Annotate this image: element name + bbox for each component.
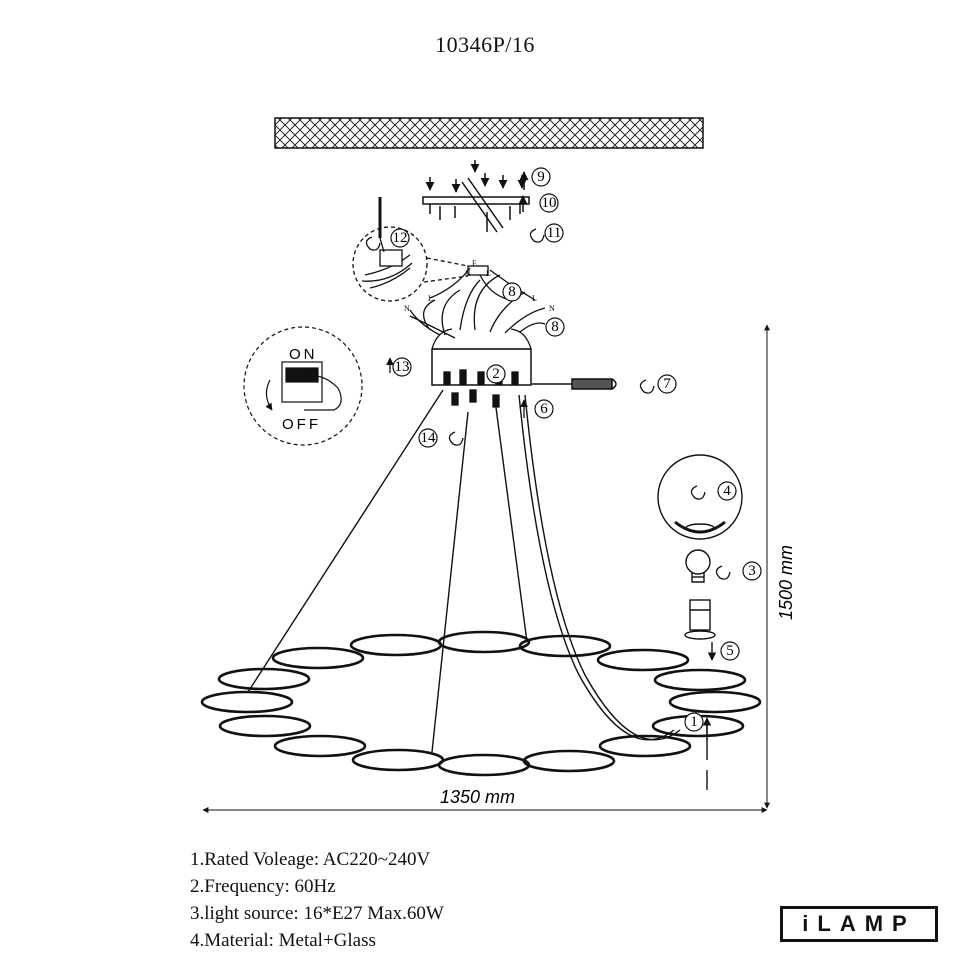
callout-marker-5	[720, 641, 740, 661]
wire-earth-label: E	[472, 259, 477, 268]
specifications: 1.Rated Voleage: AC220~240V 2.Frequency:…	[190, 846, 444, 954]
callout-12: 12	[393, 230, 408, 246]
callouts	[390, 167, 762, 732]
callout-marker-3	[742, 561, 762, 581]
lamp-assembly	[657, 454, 743, 790]
callout-marker-8b	[545, 317, 565, 337]
callout-10: 10	[542, 195, 557, 211]
screwdriver	[532, 378, 617, 390]
brand-logo: iLAMP	[780, 906, 938, 942]
callout-marker-13	[392, 357, 412, 377]
callout-7: 7	[663, 376, 671, 392]
callout-marker-6	[534, 399, 554, 419]
callout-marker-2	[486, 364, 506, 384]
callout-1: 1	[690, 714, 698, 730]
wire-neutral-right-label: N	[549, 304, 555, 313]
spec-frequency: 2.Frequency: 60Hz	[190, 876, 336, 897]
switch-detail	[243, 326, 363, 446]
brand-name: iLAMP	[802, 911, 916, 936]
callout-8b: 8	[551, 319, 559, 335]
suspension-cables	[247, 389, 681, 753]
ring-frame	[200, 630, 762, 777]
callout-marker-4	[717, 481, 737, 501]
model-number: 10346P/16	[435, 32, 535, 57]
spec-voltage: 1.Rated Voleage: AC220~240V	[190, 849, 431, 870]
callout-9: 9	[537, 169, 545, 185]
dimension-lines	[202, 324, 770, 813]
callout-14: 14	[421, 430, 437, 446]
spec-light-source: 3.light source: 16*E27 Max.60W	[190, 903, 444, 924]
ceiling	[274, 117, 704, 149]
callout-marker-11	[544, 223, 564, 243]
height-dimension: 1500 mm	[776, 545, 796, 620]
callout-13: 13	[395, 359, 410, 375]
rotation-arrows	[365, 228, 731, 580]
callout-marker-12	[390, 228, 410, 248]
callout-11: 11	[547, 225, 561, 241]
callout-4: 4	[723, 483, 731, 499]
width-dimension: 1350 mm	[440, 787, 515, 807]
callout-5: 5	[726, 643, 734, 659]
callout-6: 6	[540, 401, 548, 417]
spec-material: 4.Material: Metal+Glass	[190, 930, 376, 951]
wire-neutral-left-label: N	[404, 304, 410, 313]
wire-live-left-label: L	[428, 294, 433, 303]
callout-marker-10	[539, 193, 559, 213]
callout-3: 3	[748, 563, 756, 579]
callout-marker-1	[684, 712, 704, 732]
callout-marker-8a	[502, 282, 522, 302]
wire-live-right-label: L	[532, 294, 537, 303]
switch-off-label: OFF	[282, 416, 321, 433]
callout-marker-7	[657, 374, 677, 394]
wire-live-label: L	[486, 269, 491, 278]
callout-2: 2	[492, 366, 500, 382]
callout-marker-9	[531, 167, 551, 187]
wiring-detail-zoom	[352, 197, 489, 302]
switch-on-label: ON	[289, 346, 318, 363]
canopy	[409, 267, 546, 408]
callout-marker-14	[418, 428, 438, 448]
wire-neutral-label: N	[465, 269, 471, 278]
callout-8a: 8	[508, 284, 516, 300]
mounting-bracket	[422, 160, 530, 233]
